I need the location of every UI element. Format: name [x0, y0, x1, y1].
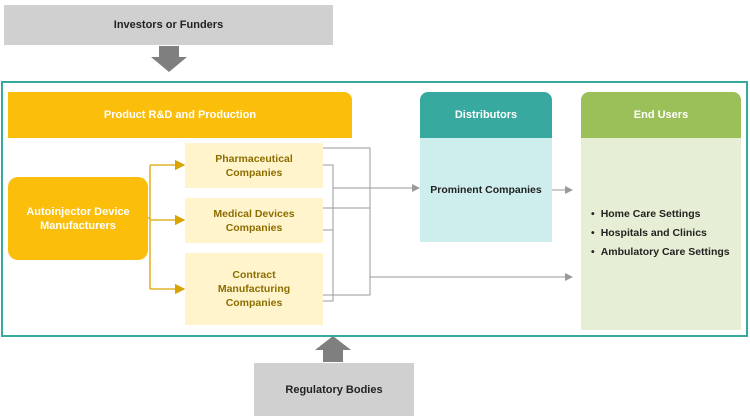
end-users-title: End Users — [633, 109, 689, 121]
pharma-label: Pharmaceutical Companies — [215, 152, 293, 179]
manufacturer-to-companies-connector — [148, 159, 186, 295]
end-user-item: Ambulatory Care Settings — [591, 246, 741, 258]
distributors-header: Distributors — [420, 92, 552, 138]
end-user-item: Hospitals and Clinics — [591, 227, 741, 239]
investors-label: Investors or Funders — [113, 19, 224, 31]
medical-devices-box: Medical Devices Companies — [185, 198, 323, 243]
regulatory-box: Regulatory Bodies — [254, 363, 414, 416]
manufacturers-label: Autoinjector Device Manufacturers — [26, 205, 130, 232]
rnd-production-label: Product R&D and Production — [103, 109, 257, 121]
regulatory-label: Regulatory Bodies — [285, 383, 383, 396]
distributors-body-label: Prominent Companies — [430, 184, 542, 196]
pharma-box: Pharmaceutical Companies — [185, 143, 323, 188]
distributors-title: Distributors — [454, 109, 518, 121]
medical-devices-label: Medical Devices Companies — [213, 207, 295, 234]
rnd-production-header: Product R&D and Production — [8, 92, 352, 138]
end-users-header: End Users — [581, 92, 741, 138]
investor-down-arrow — [151, 46, 187, 72]
end-users-body: Home Care Settings Hospitals and Clinics… — [581, 138, 741, 330]
investors-box: Investors or Funders — [4, 5, 333, 45]
manufacturers-box: Autoinjector Device Manufacturers — [8, 177, 148, 260]
regulatory-up-arrow — [315, 336, 351, 362]
ecosystem-frame — [1, 81, 748, 337]
distributors-body: Prominent Companies — [420, 138, 552, 242]
end-users-list: Home Care Settings Hospitals and Clinics… — [591, 208, 741, 258]
companies-to-channels-connector — [323, 147, 573, 302]
contract-manufacturing-box: Contract Manufacturing Companies — [185, 253, 323, 325]
end-user-item: Home Care Settings — [591, 208, 741, 220]
contract-manufacturing-label: Contract Manufacturing Companies — [217, 269, 291, 309]
